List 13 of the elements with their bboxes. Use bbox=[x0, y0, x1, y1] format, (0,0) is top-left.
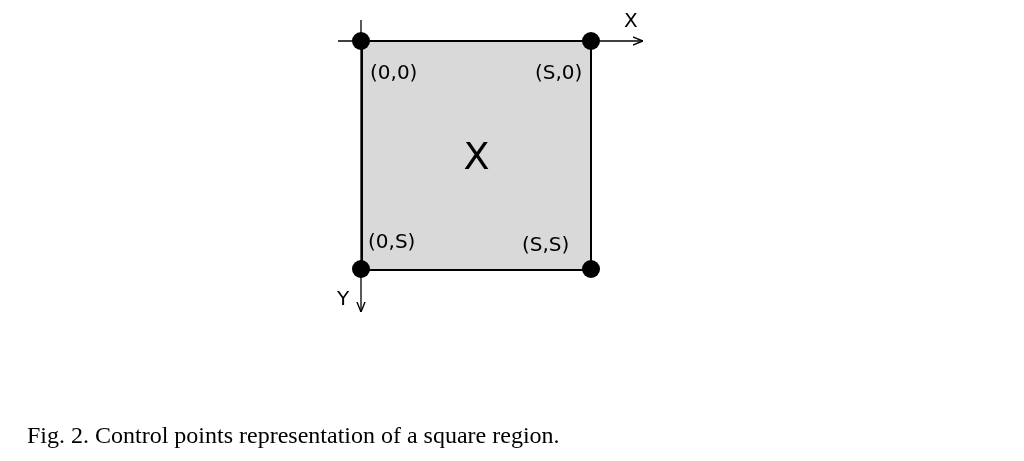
control-point bbox=[352, 260, 370, 278]
axis-label: Y bbox=[337, 288, 350, 308]
region-label: X bbox=[463, 136, 490, 175]
coordinate-label: (S,S) bbox=[522, 234, 570, 254]
axis-label: X bbox=[624, 10, 638, 30]
coordinate-label: (S,0) bbox=[535, 62, 583, 82]
coordinate-label: (0,S) bbox=[368, 231, 416, 251]
control-point bbox=[352, 32, 370, 50]
figure-caption: Fig. 2. Control points representation of a square region. bbox=[27, 422, 560, 449]
square-region bbox=[361, 40, 592, 271]
control-point bbox=[582, 32, 600, 50]
control-point bbox=[582, 260, 600, 278]
coordinate-label: (0,0) bbox=[370, 62, 418, 82]
